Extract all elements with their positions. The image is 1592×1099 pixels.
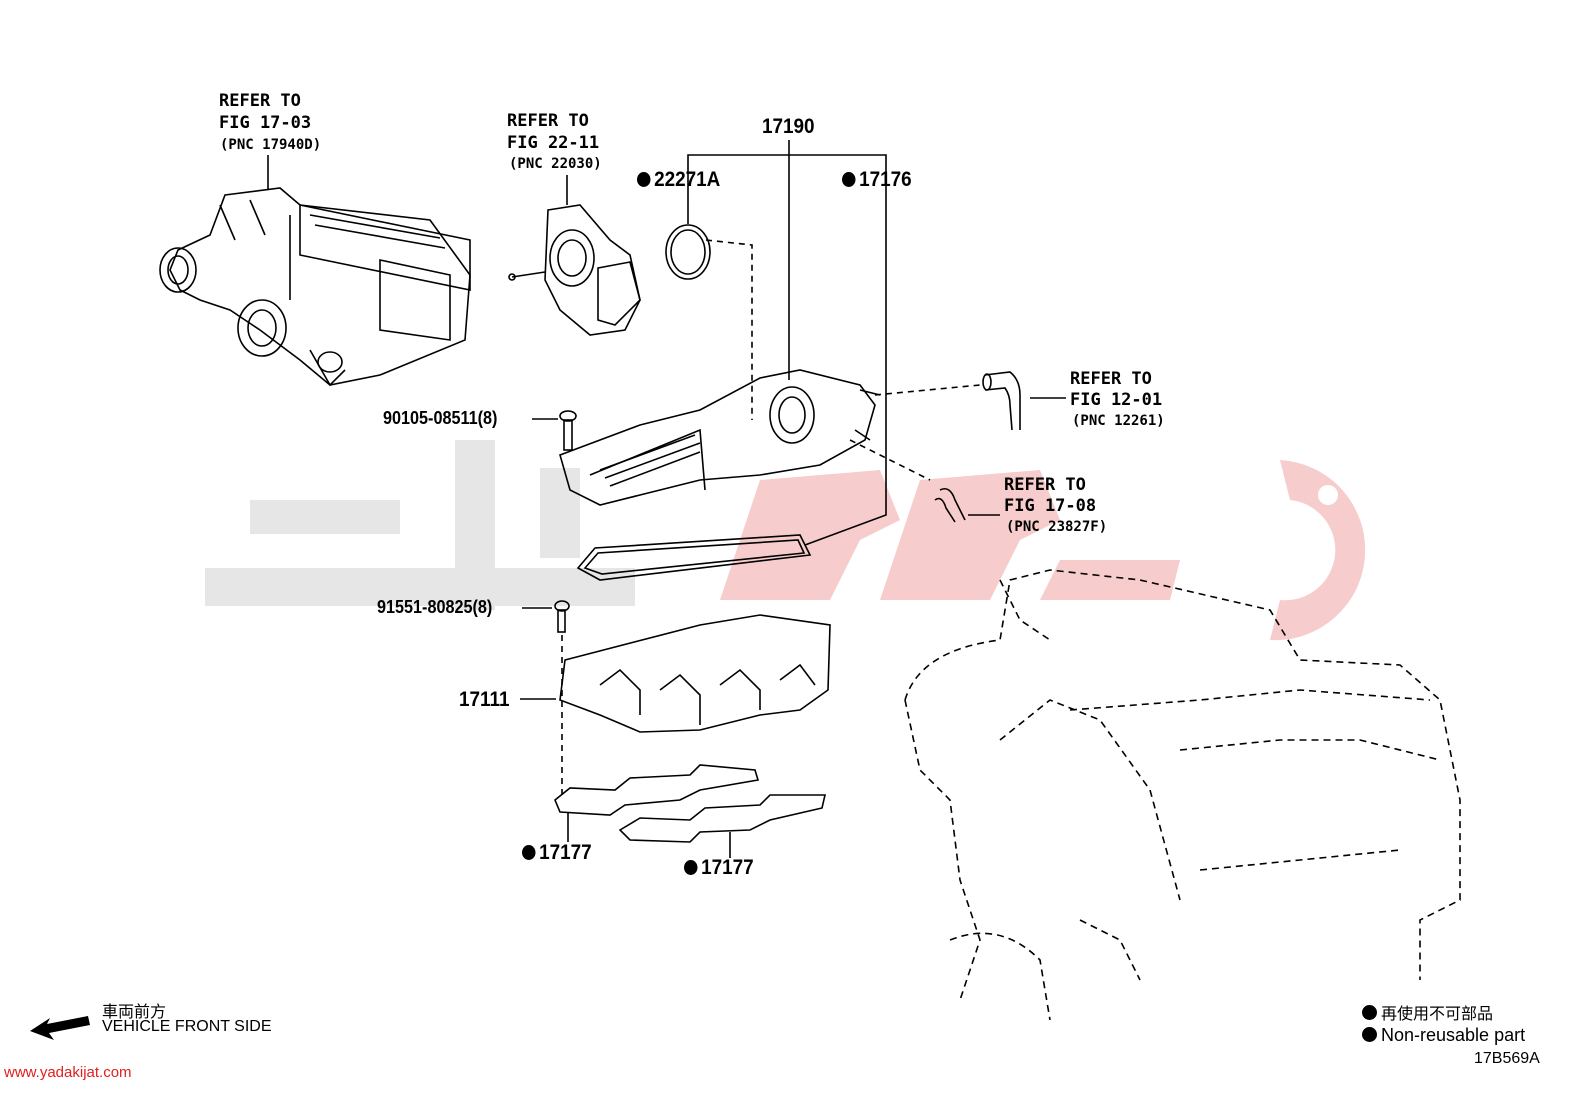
ref-12-01-line2: FIG 12-01 [1070,390,1163,410]
part-17111: 17111 [459,688,510,711]
legend-dot [1362,1005,1377,1020]
part-17190: 17190 [762,115,815,138]
non-reusable-dot [522,845,536,860]
part-22271A: 22271A [637,169,720,190]
gasket-17176 [576,534,812,581]
legend-row: Non-reusable part [1362,1025,1525,1046]
non-reusable-dot [684,860,698,875]
ref-17-08-line1: REFER TO [1004,475,1086,495]
front-arrow [30,1016,90,1040]
engine-block [904,569,1461,1021]
intake-plenum-upper [559,369,981,506]
intake-manifold-lower [520,614,831,733]
part-17176: 17176 [842,169,912,190]
diagram-id: 17B569A [1474,1050,1540,1067]
ref-17-03-line1: REFER TO [219,91,301,111]
intercooler-assembly [159,155,471,387]
ref-17-08-line2: FIG 17-08 [1004,496,1097,516]
part-17177-a: 17177 [522,842,592,863]
throttle-body [508,175,641,336]
ref-12-01-pnc: (PNC 12261) [1072,413,1165,429]
gasket-17177-b [618,794,827,858]
watermark-url[interactable]: www.yadakijat.com [4,1064,132,1081]
legend-jp-row: 再使用不可部品 [1362,1000,1493,1024]
ref-12-01-line1: REFER TO [1070,369,1152,389]
hose-23827F [934,487,1000,523]
ref-22-11-line2: FIG 22-11 [507,133,600,153]
o-ring-22271A [665,140,887,546]
legend-dot [1362,1027,1377,1042]
part-90105-08511: 90105-08511(8) [383,408,498,428]
ref-17-08-pnc: (PNC 23827F) [1006,519,1108,535]
gasket-17177-a [554,764,760,842]
non-reusable-dot [637,172,651,187]
bolt-90105 [532,410,577,451]
front-label: VEHICLE FRONT SIDE [102,1018,272,1035]
ref-22-11-line1: REFER TO [507,111,589,131]
hose-12261 [982,371,1066,431]
part-17177-b: 17177 [684,857,754,878]
front-label-jp: 車両前方 [102,1004,167,1021]
bolt-91551 [522,600,570,795]
part-91551-80825: 91551-80825(8) [377,597,493,617]
ref-17-03-line2: FIG 17-03 [219,113,312,133]
ref-17-03-pnc: (PNC 17940D) [220,137,322,153]
ref-22-11-pnc: (PNC 22030) [509,156,602,172]
non-reusable-dot [842,172,856,187]
